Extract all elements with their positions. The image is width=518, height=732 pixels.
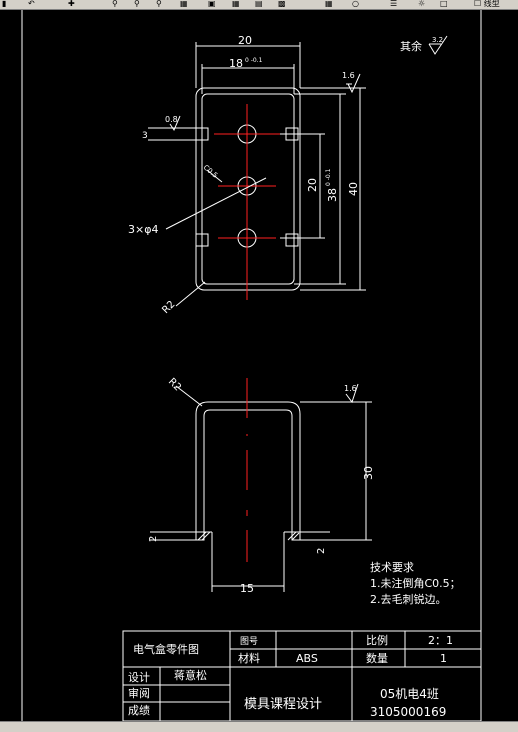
quantity-value: 1 xyxy=(440,652,447,665)
save-icon[interactable]: ▮ xyxy=(2,0,7,8)
toolbar: ▮ ↶ ✚ ⚲ ⚲ ⚲ ▦ ▣ ▦ ▤ ▩ ▦ ○ ☰ ☼ □ ☐ 线型 xyxy=(0,0,518,10)
dim-right-step: 2 xyxy=(316,548,327,554)
top-centerlines xyxy=(214,104,280,300)
calculator-icon[interactable]: ▩ xyxy=(278,0,286,8)
holes-label: 3×φ4 xyxy=(128,223,158,236)
zoom-previous-icon[interactable]: ⚲ xyxy=(156,0,162,8)
tool-palettes-icon[interactable]: ▦ xyxy=(232,0,240,8)
front-view xyxy=(150,385,372,592)
roughness-front-label: 1.6 xyxy=(344,384,357,393)
dim-width-total: 20 xyxy=(238,34,252,47)
tech-item-1: 1.未注倒角C0.5； xyxy=(370,576,461,590)
dim-inner-height-tol: 0 -0.1 xyxy=(325,168,332,186)
class-name: 05机电4班 xyxy=(380,687,439,701)
layer-icon[interactable]: ☰ xyxy=(390,0,398,8)
dim-width-inner: 18 xyxy=(229,57,243,70)
surface-note-value: 3.2 xyxy=(432,36,443,44)
student-id: 3105000169 xyxy=(370,705,446,719)
designer-name: 蒋意松 xyxy=(174,668,207,682)
roughness-symbol-front xyxy=(345,383,359,404)
dim-small-left: 3 xyxy=(142,131,148,141)
dim-bottom: 15 xyxy=(240,582,254,595)
label-quantity: 数量 xyxy=(366,652,388,665)
dim-height-front: 30 xyxy=(362,466,375,480)
drawing-name: 电气盒零件图 xyxy=(133,642,199,656)
markup-icon[interactable]: ▤ xyxy=(255,0,263,8)
tech-title: 技术要求 xyxy=(370,561,414,574)
roughness-top-label: 1.6 xyxy=(342,71,355,80)
front-hatch xyxy=(197,531,300,541)
zoom-window-icon[interactable]: ⚲ xyxy=(134,0,140,8)
title-block xyxy=(122,630,482,721)
roughness-symbol-top xyxy=(346,73,361,94)
roughness-left-label: 0.8 xyxy=(165,115,178,124)
properties-icon[interactable]: ▦ xyxy=(180,0,188,8)
dim-width-inner-tol: 0 -0.1 xyxy=(245,57,263,64)
top-view xyxy=(195,87,301,291)
radius-label-front: R2 xyxy=(166,376,183,393)
help-icon[interactable]: ○ xyxy=(352,0,359,8)
drawing-canvas[interactable]: 20 18 0 -0.1 1.6 0.8 3 20 38 0 -0.1 40 C… xyxy=(0,10,518,721)
dim-height-total: 40 xyxy=(347,182,360,196)
dim-inner-height: 38 xyxy=(326,188,339,202)
undo-icon[interactable]: ↶ xyxy=(28,0,35,8)
lock-icon[interactable]: □ xyxy=(440,0,448,8)
pan-icon[interactable]: ✚ xyxy=(68,0,75,8)
calculator-icon[interactable]: ▦ xyxy=(325,0,333,8)
label-review: 审阅 xyxy=(128,686,150,700)
zoom-realtime-icon[interactable]: ⚲ xyxy=(112,0,118,8)
label-material: 材料 xyxy=(238,651,260,665)
light-bulb-icon[interactable]: ☼ xyxy=(418,0,426,8)
left-margin xyxy=(0,10,22,721)
radius-label-top: R2 xyxy=(160,299,177,316)
linetype-label[interactable]: ☐ 线型 xyxy=(474,0,500,8)
status-bar xyxy=(0,721,518,732)
roughness-symbol-note xyxy=(428,35,448,55)
material-value: ABS xyxy=(296,652,318,665)
label-design: 设计 xyxy=(128,671,150,684)
course-name: 模具课程设计 xyxy=(244,697,322,712)
tech-item-2: 2.去毛刺锐边。 xyxy=(370,592,447,606)
top-dimensions xyxy=(148,42,366,307)
surface-note-label: 其余 xyxy=(400,39,422,53)
dim-left-step: 2 xyxy=(148,536,159,542)
label-scale: 比例 xyxy=(366,633,388,647)
dim-center: 20 xyxy=(306,178,319,192)
scale-value: 2：1 xyxy=(428,634,453,647)
design-center-icon[interactable]: ▣ xyxy=(208,0,216,8)
label-grade: 成绩 xyxy=(128,704,150,717)
roughness-symbol-left xyxy=(169,115,181,132)
label-drawing-no: 图号 xyxy=(240,636,258,647)
